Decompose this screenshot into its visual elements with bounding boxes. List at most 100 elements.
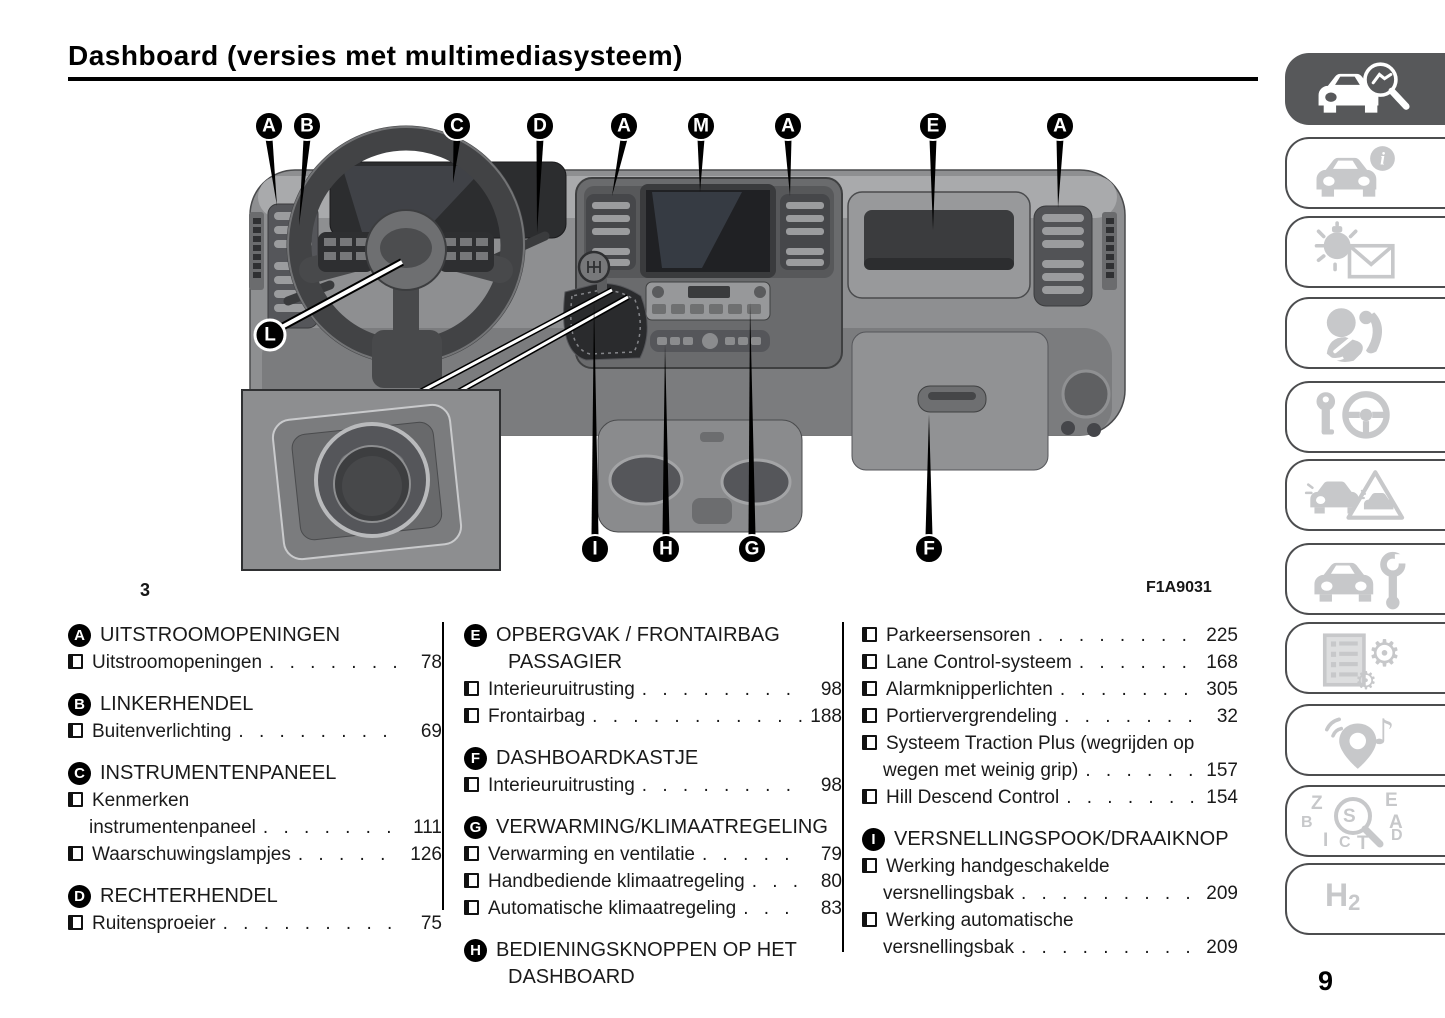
index-entry-label: versnellingsbak [883,883,1014,904]
glovebox [851,331,1049,471]
index-entry: Alarmknipperlichten. . . . . . . . . . .… [862,676,1238,703]
callout-leader-lines [265,139,1064,536]
index-entry-label: versnellingsbak [883,937,1014,958]
callout-letter-badge: A [68,624,91,647]
index-section-title: PASSAGIER [508,651,623,673]
square-bullet-icon [862,789,877,804]
svg-text:A: A [617,116,631,137]
svg-text:A: A [262,116,276,137]
square-bullet-icon [464,777,479,792]
sidebar-tab-emergency[interactable] [1285,459,1445,531]
index-entry-label: Handbediende klimaatregeling [488,871,745,892]
square-bullet-icon [862,735,877,750]
index-entry-label: Verwarming en ventilatie [488,844,695,865]
car-magnifier-icon [1318,62,1410,113]
sidebar-tab-multimedia[interactable]: ♪ [1285,704,1445,776]
sidebar-tab-safety[interactable] [1285,297,1445,369]
figure-number: 3 [140,580,150,600]
sidebar-tab-dashboard-overview[interactable] [1285,53,1445,125]
car-wrench-icon [1314,551,1410,610]
index-entry-page: 83 [820,898,842,919]
index-entry-label: Parkeersensoren [886,625,1031,646]
index-entry-label: Buitenverlichting [92,721,232,742]
sidebar-tab-technical-data[interactable]: ⚙ ⚙ [1285,622,1445,694]
svg-text:D: D [533,116,547,137]
square-bullet-icon [862,627,877,642]
index-entry-page: 154 [1206,787,1238,808]
index-entry-page: 168 [1206,652,1238,673]
svg-text:A: A [1053,116,1067,137]
dot-leader: . . . . . . . . . . . . . . . . . . . . … [641,679,802,700]
climate-control-panel [645,281,771,321]
square-bullet-icon [862,681,877,696]
index-entry-label: Automatische klimaatregeling [488,898,737,919]
sidebar-tab-starting-driving[interactable] [1285,381,1445,453]
index-entry-page: 157 [1206,760,1238,781]
index-section-heading: D RECHTERHENDEL [68,883,442,910]
svg-text:C: C [450,116,464,137]
sidebar-tab-hydrogen[interactable]: H2 [1285,863,1445,935]
dot-leader: . . . . . . . . . . . . . . . . . . . . … [1064,706,1198,727]
dot-leader: . . . . . . . . . . . . . . . . . . . . … [702,844,802,865]
index-entry-page: 188 [810,706,842,727]
sidebar-tab-getting-to-know-vehicle[interactable]: i [1285,137,1445,209]
square-bullet-icon [68,846,83,861]
touchscreen [640,184,776,278]
square-bullet-icon [862,654,877,669]
index-entry: Portiervergrendeling. . . . . . . . . . … [862,703,1238,730]
square-bullet-icon [464,900,479,915]
index-entry-page: 75 [420,913,442,934]
index-entry-page: 78 [420,652,442,673]
sidebar-tab-alphabetical-index[interactable]: Z E B A S I C T D [1285,785,1445,857]
index-entry-label: Kenmerken [92,790,190,811]
instrument-cluster [329,161,567,239]
index-section-title: RECHTERHENDEL [100,885,278,907]
dot-leader: . . . . . . . . . . . . . . . . . . . . … [1059,679,1198,700]
index-entry: Kenmerken instrumentenpaneel. . . . . . .… [68,787,442,841]
index-entry-line: wegen met weinig grip). . . . . . . . . … [862,757,1238,784]
index-section-title: LINKERHENDEL [100,693,254,715]
square-bullet-icon [862,858,877,873]
column-divider [442,622,444,910]
dot-leader: . . . . . . . . . . . . . . . . . . . . … [1020,883,1198,904]
index-entry: Automatische klimaatregeling . . . . . . … [464,895,842,922]
callout-letter-badge: E [464,624,487,647]
callout-letter-badge: D [68,885,91,908]
dot-leader: . . . . . . . . . . . . . . . . . . . . … [751,871,802,892]
svg-text:G: G [745,539,760,560]
index-entry: Systeem Traction Plus (wegrijden op wegen… [862,730,1238,784]
index-entry-page: 98 [820,679,842,700]
dot-leader: . . . . . . . . . . . . . . . . . . . . … [1066,787,1198,808]
svg-text:⚙: ⚙ [1355,666,1377,693]
figure-code: F1A9031 [1146,579,1212,596]
svg-text:F: F [923,539,935,560]
dot-leader: . . . . . . . . . . . . . . . . . . . . … [592,706,802,727]
index-entry-line: Kenmerken [68,787,442,814]
square-bullet-icon [68,915,83,930]
svg-text:E: E [927,116,940,137]
sidebar-tab-servicing-care[interactable] [1285,543,1445,615]
index-entry-label: Waarschuwingslampjes [92,844,291,865]
dot-leader: . . . . . . . . . . . . . . . . . . . . … [743,898,802,919]
index-entry-page: 209 [1206,937,1238,958]
index-entry-label: Uitstroomopeningen [92,652,263,673]
magnifier-icon [1334,797,1384,848]
index-entry-line: instrumentenpaneel. . . . . . . . . . . … [68,814,442,841]
index-entry-label: Frontairbag [488,706,586,727]
index-entry: Handbediende klimaatregeling . . . . . . … [464,868,842,895]
sidebar-tab-lights-messages[interactable] [1285,216,1445,288]
right-cup-holder [1061,369,1111,437]
index-entry-label: Systeem Traction Plus (wegrijden op [886,733,1195,754]
index-entry-page: 126 [410,844,442,865]
square-bullet-icon [464,681,479,696]
svg-text:B: B [300,116,314,137]
index-entry-page: 69 [420,721,442,742]
